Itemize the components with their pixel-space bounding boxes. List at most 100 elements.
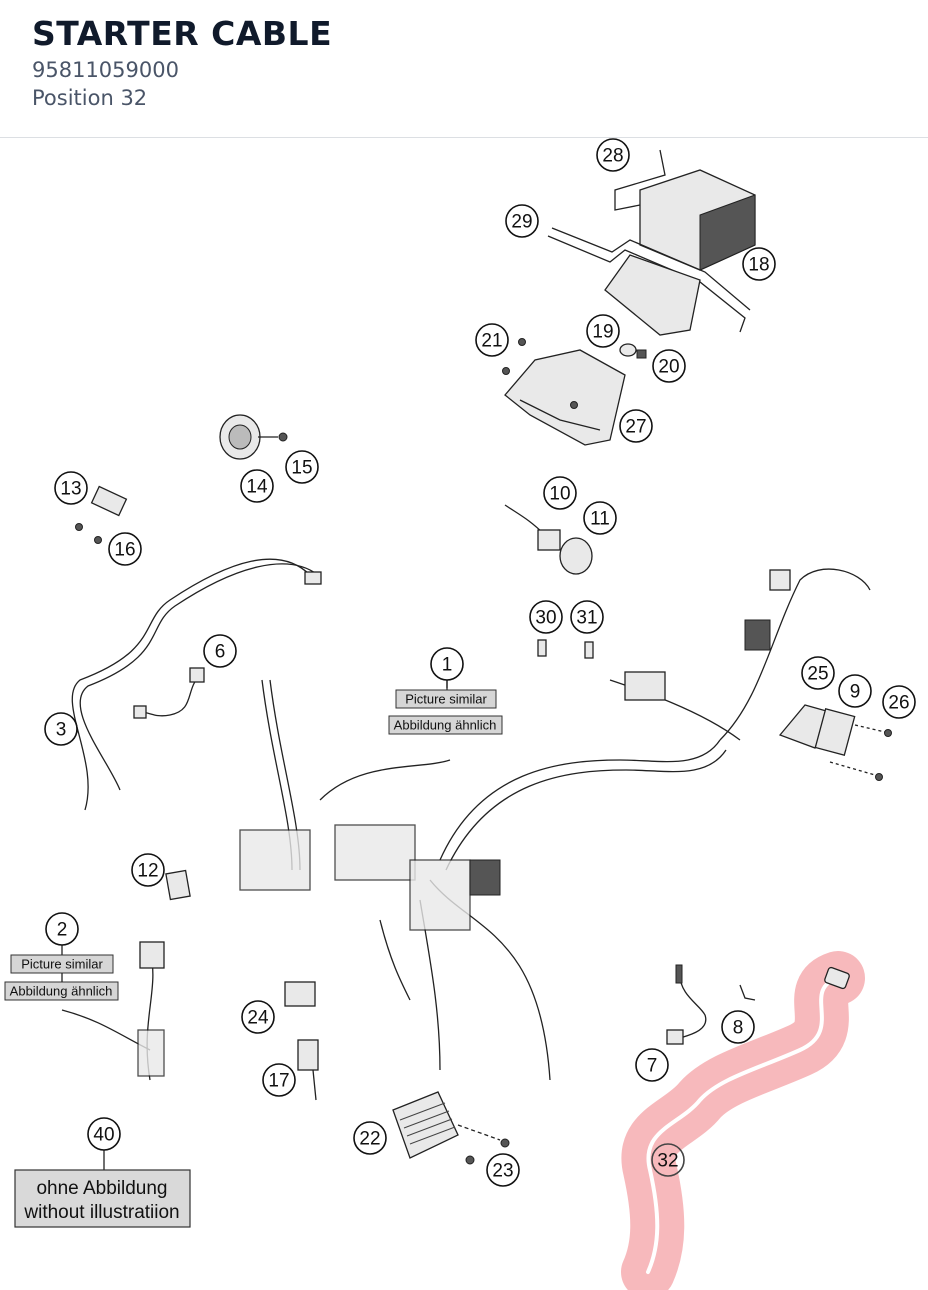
callout-14[interactable]: 14 bbox=[240, 469, 274, 503]
callout-20[interactable]: 20 bbox=[652, 349, 686, 383]
callout-circle bbox=[45, 912, 79, 946]
callout-2[interactable]: 2 bbox=[45, 912, 79, 946]
callout-circle bbox=[430, 647, 464, 681]
callout-circle bbox=[241, 1000, 275, 1034]
callout-label: 7 bbox=[647, 1056, 658, 1077]
callout-6[interactable]: 6 bbox=[203, 634, 237, 668]
callout-circle bbox=[353, 1121, 387, 1155]
terminal-part[interactable] bbox=[537, 639, 594, 659]
callout-circle bbox=[652, 349, 686, 383]
callout-label: 6 bbox=[215, 642, 226, 663]
picture-similar-note-2: Picture similar Abbildung ähnlich bbox=[4, 945, 119, 1001]
cable-3-part[interactable] bbox=[71, 558, 322, 811]
callout-27[interactable]: 27 bbox=[619, 409, 653, 443]
callout-circle bbox=[596, 138, 630, 172]
callout-circle bbox=[54, 471, 88, 505]
callout-label: 18 bbox=[748, 255, 769, 276]
callout-26[interactable]: 26 bbox=[882, 685, 916, 719]
callout-label: 31 bbox=[576, 608, 597, 629]
position-label: Position 32 bbox=[32, 86, 148, 110]
callout-label: 29 bbox=[511, 212, 532, 233]
callout-label: 3 bbox=[56, 720, 67, 741]
grommet-part[interactable] bbox=[619, 343, 647, 359]
page-title: STARTER CABLE bbox=[32, 14, 333, 53]
callout-circle bbox=[635, 1048, 669, 1082]
callout-label: 30 bbox=[535, 608, 556, 629]
callout-17[interactable]: 17 bbox=[262, 1063, 296, 1097]
callout-label: 17 bbox=[268, 1071, 289, 1092]
callout-21[interactable]: 21 bbox=[475, 323, 509, 357]
callout-label: 13 bbox=[60, 479, 81, 500]
callout-label: 1 bbox=[442, 655, 453, 676]
starter-cable-part[interactable] bbox=[646, 966, 850, 1274]
fuse-box-part[interactable] bbox=[778, 704, 892, 781]
battery-holder-part[interactable] bbox=[547, 227, 751, 336]
callout-22[interactable]: 22 bbox=[353, 1121, 387, 1155]
callout-40[interactable]: 40 bbox=[87, 1117, 121, 1151]
horn-part[interactable] bbox=[219, 414, 288, 460]
callout-label: 22 bbox=[359, 1129, 380, 1150]
callout-circle bbox=[87, 1117, 121, 1151]
callout-circle bbox=[651, 1143, 685, 1177]
callout-23[interactable]: 23 bbox=[486, 1153, 520, 1187]
callout-12[interactable]: 12 bbox=[131, 853, 165, 887]
callout-circle bbox=[586, 314, 620, 348]
callout-circle bbox=[570, 600, 604, 634]
main-wiring-harness-part[interactable] bbox=[239, 568, 871, 1081]
clip-8-part[interactable] bbox=[739, 984, 756, 1001]
note-picture-similar-2: Picture similar bbox=[21, 957, 103, 972]
voltage-regulator-part[interactable] bbox=[392, 1091, 510, 1165]
callout-25[interactable]: 25 bbox=[801, 656, 835, 690]
callout-circle bbox=[505, 204, 539, 238]
callout-11[interactable]: 11 bbox=[583, 501, 617, 535]
sub-harness-part[interactable] bbox=[61, 941, 165, 1081]
callout-31[interactable]: 31 bbox=[570, 600, 604, 634]
callout-30[interactable]: 30 bbox=[529, 600, 563, 634]
connector-12-part[interactable] bbox=[165, 869, 191, 901]
sensor-cable-part[interactable] bbox=[133, 667, 205, 719]
callout-label: 28 bbox=[602, 146, 623, 167]
callout-13[interactable]: 13 bbox=[54, 471, 88, 505]
callout-3[interactable]: 3 bbox=[44, 712, 78, 746]
callout-16[interactable]: 16 bbox=[108, 532, 142, 566]
picture-similar-note-1: Picture similar Abbildung ähnlich bbox=[388, 680, 503, 735]
callout-circle bbox=[285, 450, 319, 484]
callout-label: 10 bbox=[549, 484, 570, 505]
callout-label: 24 bbox=[247, 1008, 269, 1029]
callout-label: 27 bbox=[625, 417, 646, 438]
note-without-illustration: without illustratiion bbox=[23, 1202, 179, 1223]
battery-part[interactable] bbox=[614, 149, 756, 271]
relay-part[interactable] bbox=[284, 981, 316, 1007]
callout-label: 14 bbox=[246, 477, 268, 498]
callout-circle bbox=[108, 532, 142, 566]
callout-18[interactable]: 18 bbox=[742, 247, 776, 281]
callout-circle bbox=[742, 247, 776, 281]
callout-8[interactable]: 8 bbox=[721, 1010, 755, 1044]
callout-19[interactable]: 19 bbox=[586, 314, 620, 348]
callout-28[interactable]: 28 bbox=[596, 138, 630, 172]
sensor-7-part[interactable] bbox=[666, 964, 707, 1045]
callout-15[interactable]: 15 bbox=[285, 450, 319, 484]
callout-10[interactable]: 10 bbox=[543, 476, 577, 510]
callout-24[interactable]: 24 bbox=[241, 1000, 275, 1034]
callout-29[interactable]: 29 bbox=[505, 204, 539, 238]
callout-9[interactable]: 9 bbox=[838, 674, 872, 708]
connector-17-part[interactable] bbox=[297, 1039, 319, 1101]
callout-circle bbox=[882, 685, 916, 719]
exploded-parts-diagram: Picture similar Abbildung ähnlich Pictur… bbox=[0, 138, 928, 1290]
callout-label: 12 bbox=[137, 861, 158, 882]
callout-1[interactable]: 1 bbox=[430, 647, 464, 681]
callout-32[interactable]: 32 bbox=[651, 1143, 685, 1177]
battery-tray-part[interactable] bbox=[502, 338, 626, 446]
callout-circle bbox=[262, 1063, 296, 1097]
callout-circle bbox=[203, 634, 237, 668]
callout-circle bbox=[486, 1153, 520, 1187]
socket-part[interactable] bbox=[504, 504, 593, 575]
note-abbildung-aehnlich-1: Abbildung ähnlich bbox=[394, 718, 497, 733]
switch-sensor-part[interactable] bbox=[75, 485, 128, 544]
callout-circle bbox=[838, 674, 872, 708]
callout-label: 23 bbox=[492, 1161, 513, 1182]
callout-circle bbox=[529, 600, 563, 634]
callout-label: 15 bbox=[291, 458, 312, 479]
callout-7[interactable]: 7 bbox=[635, 1048, 669, 1082]
